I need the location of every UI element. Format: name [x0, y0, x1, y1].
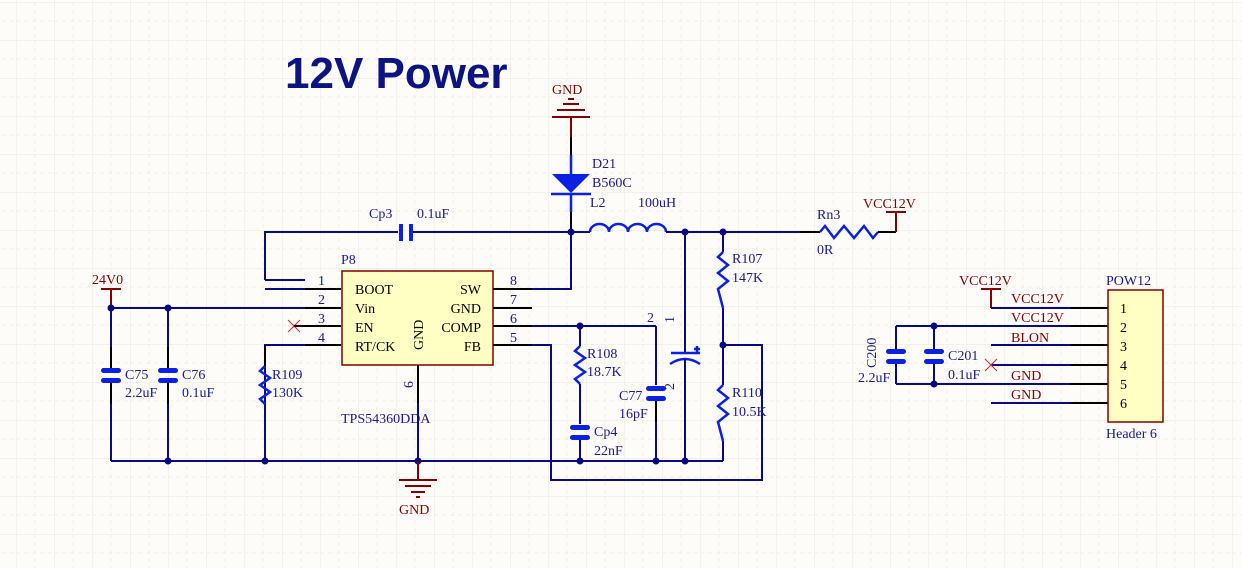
ecap-pin1-label: 1 [663, 316, 678, 323]
vcc12v-port-header: VCC12V [959, 274, 1012, 308]
pin-name-comp: COMP [441, 321, 481, 336]
gnd-bottom-label: GND [399, 503, 429, 518]
pin-num-8: 8 [510, 274, 517, 289]
r110-value: 10.5K [732, 405, 767, 420]
pin-num-6: 6 [510, 312, 517, 327]
c77-value: 16pF [619, 407, 648, 422]
cp4-value: 22nF [594, 444, 623, 459]
capacitor-c76[interactable]: C76 0.1uF [158, 308, 215, 461]
r110-ref: R110 [732, 386, 762, 401]
header-pin-6: 6 [1120, 397, 1127, 412]
r107-value: 147K [732, 271, 763, 286]
capacitor-c200[interactable]: C200 2.2uF [858, 326, 906, 386]
header-pin-5: 5 [1120, 378, 1127, 393]
vin-label: 24V0 [92, 273, 123, 288]
pin-name-rtck: RT/CK [355, 340, 395, 355]
pin-name-sw: SW [460, 283, 482, 298]
d21-ref: D21 [592, 157, 616, 172]
resistor-r107[interactable]: R107 147K [715, 232, 763, 345]
l2-value: 100uH [638, 196, 676, 211]
inductor-l2[interactable]: L2 100uH [571, 196, 676, 233]
ic-part-number: TPS54360DDA [341, 412, 431, 427]
cp3-value: 0.1uF [417, 207, 450, 222]
net-label-3: BLON [1011, 331, 1049, 346]
ic-designator: P8 [341, 253, 356, 268]
gnd-top-label: GND [552, 83, 582, 98]
header-designator: POW12 [1106, 274, 1151, 289]
sheet-title: 12V Power [285, 49, 508, 98]
r109-value: 130K [272, 386, 303, 401]
r108-value: 18.7K [587, 365, 622, 380]
cp3-ref: Cp3 [369, 207, 392, 222]
vcc-rn3-label: VCC12V [863, 197, 916, 212]
header-pin-1: 1 [1120, 302, 1127, 317]
capacitor-cp4[interactable]: Cp4 22nF [570, 425, 623, 461]
gnd-symbol-bottom: GND [399, 461, 437, 518]
ecap-pin2-label: 2 [663, 383, 678, 390]
header-pin-3: 3 [1120, 340, 1127, 355]
vcc12v-port-rn3: VCC12V [863, 197, 916, 232]
gnd-symbol-top: GND [552, 83, 590, 137]
capacitor-cp3[interactable]: Cp3 0.1uF [264, 207, 571, 280]
net-label-2: VCC12V [1011, 311, 1064, 326]
c200-ref: C200 [865, 338, 880, 368]
rn3-value: 0R [817, 243, 834, 258]
c77-ref: C77 [619, 389, 642, 404]
r107-ref: R107 [732, 252, 762, 267]
c201-ref: C201 [948, 349, 978, 364]
pin-name-boot: BOOT [355, 283, 394, 298]
cp4-ref: Cp4 [594, 425, 617, 440]
c200-value: 2.2uF [858, 371, 891, 386]
c76-value: 0.1uF [182, 386, 215, 401]
ic-body [341, 270, 494, 366]
c76-ref: C76 [182, 368, 205, 383]
pin-num-4: 4 [318, 331, 325, 346]
c75-value: 2.2uF [125, 386, 158, 401]
net-label-5: GND [1011, 369, 1041, 384]
pin-name-fb: FB [464, 340, 481, 355]
c75-ref: C75 [125, 368, 148, 383]
capacitor-c75[interactable]: C75 2.2uF [101, 308, 158, 461]
capacitor-electrolytic[interactable]: 1 2 [663, 232, 701, 461]
header-body [1107, 289, 1164, 423]
r108-ref: R108 [587, 347, 617, 362]
d21-value: B560C [592, 176, 632, 191]
pin-num-3: 3 [318, 312, 325, 327]
pin-num-9: 9 [400, 381, 415, 388]
rn3-ref: Rn3 [817, 208, 840, 223]
pin-name-en: EN [355, 321, 374, 336]
resistor-r110[interactable]: R110 10.5K [715, 345, 767, 461]
header-pow12[interactable]: POW12 1 2 3 4 5 6 Header 6 [1070, 274, 1164, 442]
resistor-rn3[interactable]: Rn3 0R [800, 208, 896, 258]
pin-num-1: 1 [318, 274, 325, 289]
header-part: Header 6 [1106, 427, 1157, 442]
capacitor-c201[interactable]: C201 0.1uF [924, 326, 981, 384]
net-label-1: VCC12V [1011, 292, 1064, 307]
resistor-r108[interactable]: R108 18.7K [572, 326, 622, 424]
vcc-header-label: VCC12V [959, 274, 1012, 289]
pin-name-gnd-9: GND [412, 320, 427, 350]
pin-name-gnd: GND [451, 302, 481, 317]
header-pin-4: 4 [1120, 359, 1127, 374]
net-label-6: GND [1011, 388, 1041, 403]
pin-num-5: 5 [510, 331, 517, 346]
c77-pin2-label: 2 [647, 311, 654, 326]
resistor-r109[interactable]: R109 130K [257, 344, 305, 461]
c201-value: 0.1uF [948, 368, 981, 383]
no-connect-pin4 [984, 358, 998, 372]
pin-num-7: 7 [510, 293, 517, 308]
header-pin-2: 2 [1120, 321, 1127, 336]
capacitor-c77[interactable]: C77 16pF [619, 326, 666, 461]
pin-num-2: 2 [318, 293, 325, 308]
pin-name-vin: Vin [355, 302, 375, 317]
r109-ref: R109 [272, 368, 302, 383]
l2-ref: L2 [590, 196, 606, 211]
ic-p8[interactable]: P8 1 2 3 4 BOOT Vin EN RT/CK SW GND COMP… [265, 253, 532, 427]
